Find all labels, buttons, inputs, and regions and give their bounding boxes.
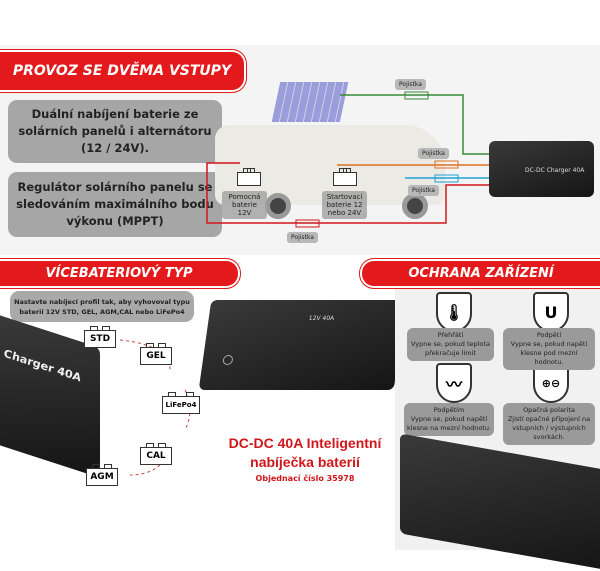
protection-voltage-limit: Podpětím Vypne se, pokud napětí klesne n… xyxy=(404,403,494,436)
fuse-label-start: Pojistka xyxy=(418,148,449,159)
charger-device-top: DC-DC Charger 40A xyxy=(489,141,594,197)
van-wheel xyxy=(402,193,428,219)
charger-label: 12V 40A xyxy=(308,315,335,322)
protection-undervoltage: Podpětí Vypne se, pokud napětí klesne po… xyxy=(503,328,595,370)
pulse-icon: 〰 xyxy=(436,363,472,403)
protection-title: Opačná polarita xyxy=(523,406,575,414)
protection-banner: OCHRANA ZAŘÍZENÍ xyxy=(362,261,600,286)
fuse-label-aux: Pojistka xyxy=(287,232,318,243)
product-title-line2: nabíječka baterií xyxy=(250,454,360,470)
start-battery-icon xyxy=(333,168,357,186)
aux-battery-icon xyxy=(237,168,261,186)
battery-type-cal: CAL xyxy=(140,443,172,465)
battery-type-lifepo4: LiFePo4 xyxy=(162,392,200,414)
start-battery-label: Startovací baterie 12 nebo 24V xyxy=(322,191,367,219)
charger-label: DC-DC Charger 40A xyxy=(525,167,585,174)
product-title: DC-DC 40A Inteligentní nabíječka baterií xyxy=(210,434,400,472)
protection-text: Zjistí opačné připojení na vstupních / v… xyxy=(507,415,591,441)
battery-type-std: STD xyxy=(84,326,116,348)
van-wheel xyxy=(265,193,291,219)
product-title-line1: DC-DC 40A Inteligentní xyxy=(228,435,382,451)
dual-input-banner: PROVOZ SE DVĚMA VSTUPY xyxy=(0,52,244,90)
undervoltage-icon: U xyxy=(533,292,569,332)
charger-device-center: 12V 40A xyxy=(198,300,407,390)
protection-title: Podpětím xyxy=(433,406,465,414)
order-number: Objednací číslo 35978 xyxy=(255,474,355,483)
protection-overheat: Přehřátí Vypne se, pokud teplota překrač… xyxy=(407,328,494,361)
power-button xyxy=(222,355,234,365)
feature-mppt: Regulátor solárního panelu se sledováním… xyxy=(8,172,222,237)
fuse-label-solar: Pojistka xyxy=(395,79,426,90)
feature-dual-charging: Duální nabíjení baterie ze solárních pan… xyxy=(8,100,222,163)
protection-title: Podpětí xyxy=(536,331,562,339)
protection-reverse-polarity: Opačná polarita Zjistí opačné připojení … xyxy=(503,403,595,445)
protection-text: Vypne se, pokud napětí klesne pod mezní … xyxy=(510,340,588,366)
wiring-diagram xyxy=(206,91,490,228)
thermometer-icon: 🌡 xyxy=(436,292,472,332)
battery-type-agm: AGM xyxy=(86,464,118,486)
fuse-label-alternator: Pojistka xyxy=(408,185,439,196)
protection-text: Vypne se, pokud teplota překračuje limit xyxy=(411,340,490,357)
protection-title: Přehřátí xyxy=(437,331,464,339)
multi-battery-banner: VÍCEBATERIOVÝ TYP xyxy=(0,261,238,286)
battery-profile-note: Nastavte nabíjecí profil tak, aby vyhovo… xyxy=(10,291,194,322)
battery-type-gel: GEL xyxy=(140,343,172,365)
protection-text: Vypne se, pokud napětí klesne na mezní h… xyxy=(406,415,492,432)
aux-battery-label: Pomocná baterie 12V xyxy=(222,191,267,219)
